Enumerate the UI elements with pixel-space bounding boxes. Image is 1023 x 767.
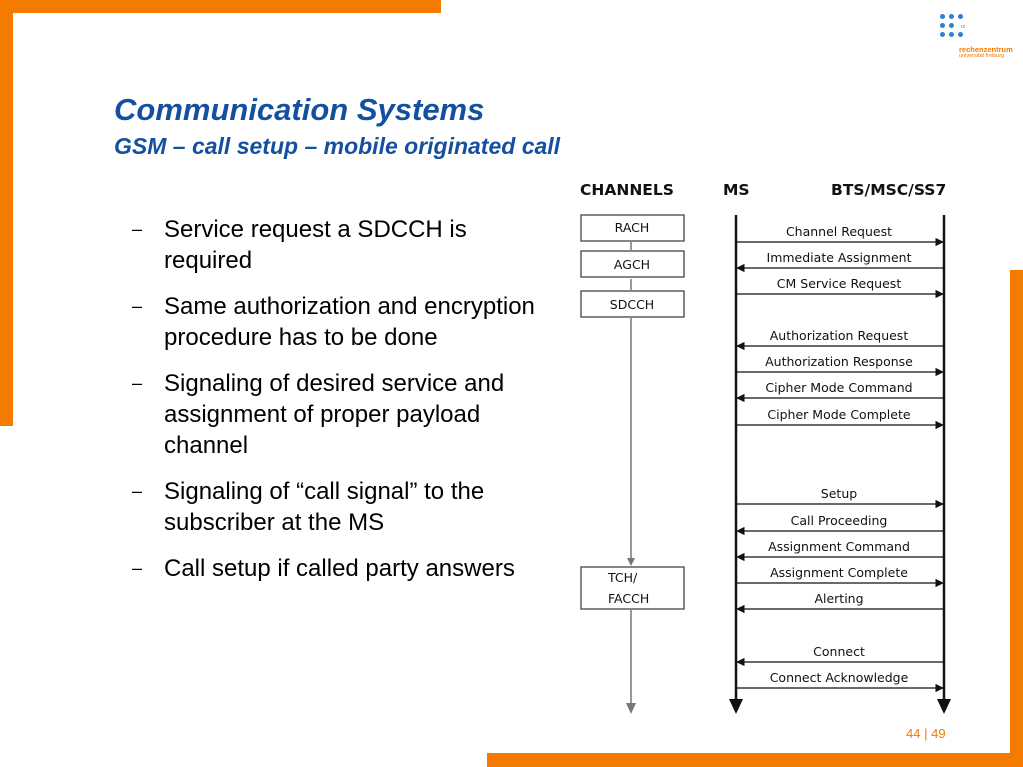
bullet-marker: – (132, 558, 143, 578)
channel-label: AGCH (614, 257, 650, 272)
bullet-text: Same authorization and encryption proced… (164, 293, 535, 351)
bullet-item: – Call setup if called party answers (132, 553, 552, 584)
channel-lifeline (626, 242, 636, 714)
call-setup-sequence-diagram: CHANNELS MS BTS/MSC/SS7 RACH AGCH SDCCH … (580, 181, 951, 714)
bullet-item: – Signaling of desired service and assign… (132, 368, 552, 461)
message-label: Cipher Mode Complete (767, 407, 910, 422)
message-connect-acknowledge: Connect Acknowledge (737, 670, 944, 693)
bullet-item: – Service request a SDCCH is required (132, 214, 552, 276)
channel-box-sdcch: SDCCH (580, 290, 685, 318)
message-label: Call Proceeding (791, 513, 888, 528)
page-separator: | (924, 726, 928, 741)
channel-label: FACCH (608, 591, 649, 606)
bullet-item: – Same authorization and encryption proce… (132, 291, 552, 353)
bullet-list: – Service request a SDCCH is required – Sa… (132, 214, 552, 599)
channel-box-rach: RACH (580, 214, 685, 242)
frame-top-bar (0, 0, 441, 13)
message-authorization-response: Authorization Response (737, 354, 944, 377)
header-ms: MS (723, 181, 750, 199)
message-label: Cipher Mode Command (765, 380, 912, 395)
logo-line-1: rechenzentrum (959, 45, 1013, 54)
bullet-text: Signaling of desired service and assignm… (164, 370, 505, 459)
header-channels: CHANNELS (580, 181, 674, 199)
message-channel-request: Channel Request (737, 224, 944, 247)
logo-mark: rz (961, 24, 966, 30)
message-alerting: Alerting (736, 591, 943, 614)
frame-right-bar (1010, 270, 1023, 767)
message-immediate-assignment: Immediate Assignment (736, 250, 943, 273)
message-assignment-command: Assignment Command (736, 539, 943, 562)
message-assignment-complete: Assignment Complete (737, 565, 944, 588)
message-label: Setup (821, 486, 857, 501)
message-label: Authorization Response (765, 354, 913, 369)
channel-label: RACH (615, 220, 650, 235)
message-label: Connect Acknowledge (770, 670, 909, 685)
message-label: Assignment Complete (770, 565, 908, 580)
message-cipher-mode-complete: Cipher Mode Complete (737, 407, 944, 430)
message-call-proceeding: Call Proceeding (736, 513, 943, 536)
header-network: BTS/MSC/SS7 (831, 181, 946, 199)
page-total: 49 (931, 726, 946, 741)
bullet-marker: – (132, 373, 143, 393)
message-label: Assignment Command (768, 539, 910, 554)
channel-box-agch: AGCH (580, 250, 685, 278)
message-label: Connect (813, 644, 865, 659)
frame-left-bar (0, 0, 13, 426)
slide-title: Communication Systems (114, 92, 485, 127)
channel-label: TCH/ (607, 570, 638, 585)
bullet-marker: – (132, 219, 143, 239)
university-logo: rz rechenzentrum universität freiburg (940, 14, 1016, 64)
logo-dots-icon (940, 14, 970, 44)
channel-box-tch-facch: TCH/ FACCH (580, 566, 685, 610)
bullet-text: Service request a SDCCH is required (164, 216, 467, 274)
message-authorization-request: Authorization Request (736, 328, 943, 351)
message-setup: Setup (737, 486, 944, 509)
message-label: Alerting (814, 591, 863, 606)
message-label: CM Service Request (777, 276, 902, 291)
slide-subtitle: GSM – call setup – mobile originated cal… (114, 133, 561, 159)
bullet-marker: – (132, 296, 143, 316)
page-number: 44 | 49 (906, 726, 946, 741)
page-current: 44 (906, 726, 921, 741)
message-cm-service-request: CM Service Request (737, 276, 944, 299)
bullet-marker: – (132, 481, 143, 501)
network-lifeline (937, 215, 951, 714)
bullet-item: – Signaling of “call signal” to the subsc… (132, 476, 552, 538)
logo-line-2: universität freiburg (959, 53, 1005, 59)
bullet-text: Call setup if called party answers (164, 555, 515, 582)
message-label: Channel Request (786, 224, 892, 239)
ms-lifeline (729, 215, 743, 714)
message-label: Immediate Assignment (767, 250, 912, 265)
frame-bottom-bar (487, 753, 1023, 767)
message-label: Authorization Request (770, 328, 909, 343)
bullet-text: Signaling of “call signal” to the subscr… (164, 478, 485, 536)
channel-label: SDCCH (610, 297, 654, 312)
message-cipher-mode-command: Cipher Mode Command (736, 380, 943, 403)
message-connect: Connect (736, 644, 943, 667)
